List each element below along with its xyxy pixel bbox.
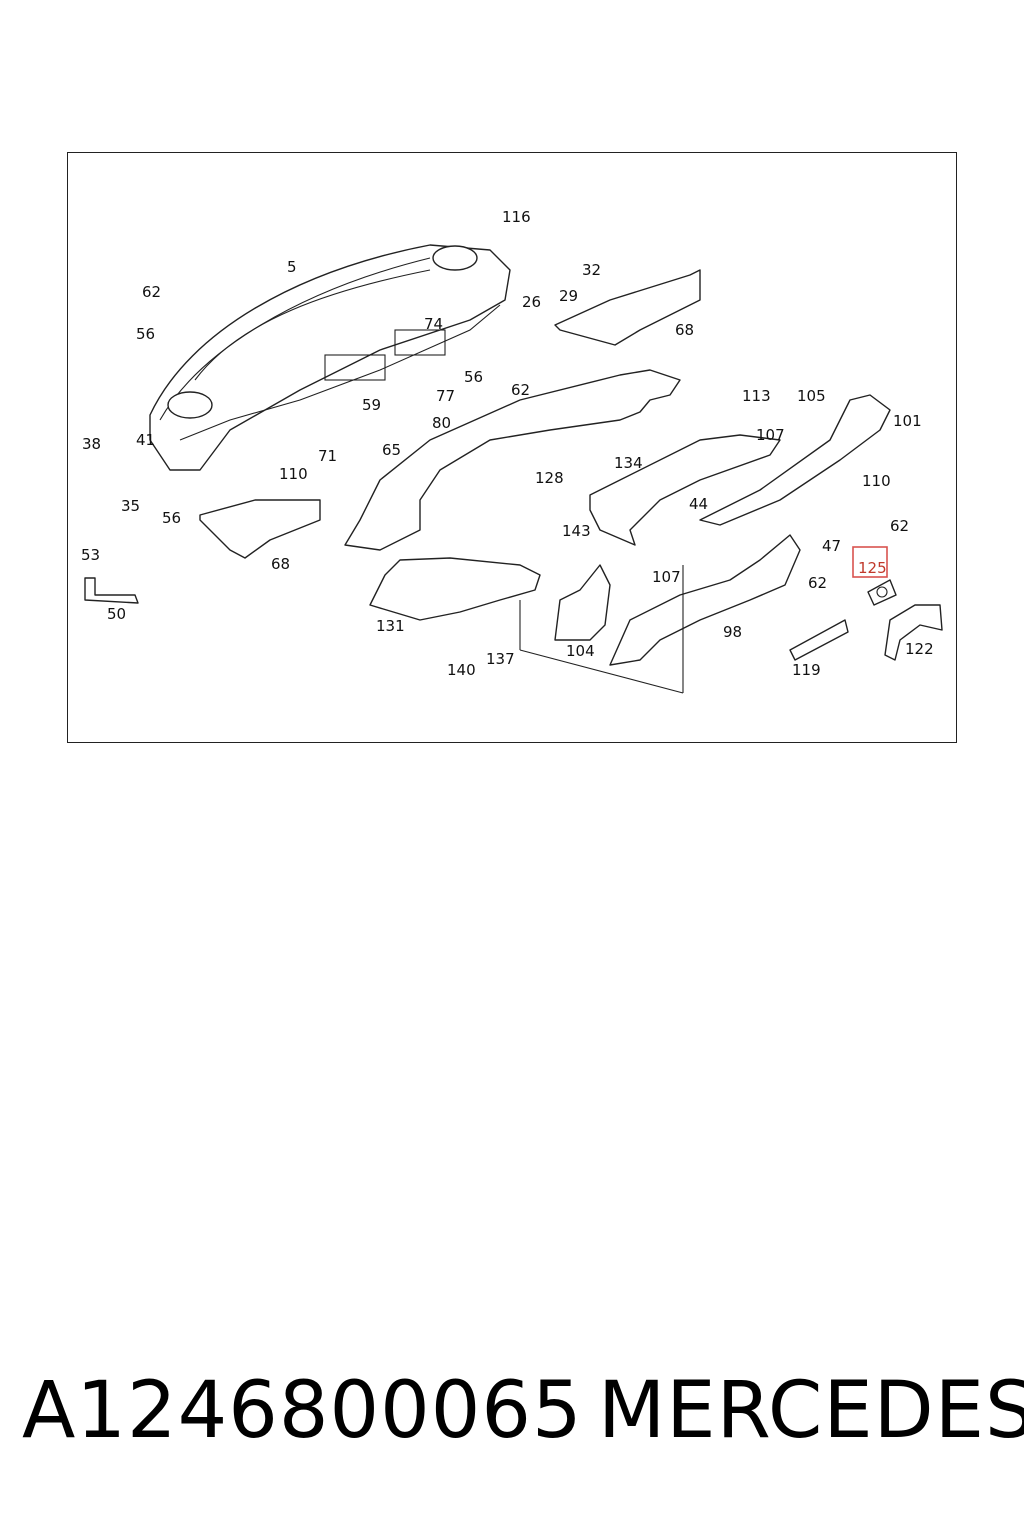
callout-label: 105 (797, 387, 826, 405)
callout-label: 32 (582, 261, 601, 279)
plate-part-119 (789, 619, 849, 661)
callout-label: 116 (502, 208, 531, 226)
callout-label: 56 (162, 509, 181, 527)
callout-label: 77 (436, 387, 455, 405)
duct-part-134 (589, 434, 781, 546)
callout-label: 101 (893, 412, 922, 430)
callout-label: 53 (81, 546, 100, 564)
callout-label: 143 (562, 522, 591, 540)
callout-label: 122 (905, 640, 934, 658)
callout-label: 68 (675, 321, 694, 339)
panel-part-68-left (199, 499, 321, 559)
callout-label: 62 (142, 283, 161, 301)
callout-label: 137 (486, 650, 515, 668)
callout-label: 98 (723, 623, 742, 641)
callout-label: 5 (287, 258, 297, 276)
callout-labels: 116 5 32 62 26 29 56 68 74 56 62 59 77 8… (81, 208, 934, 679)
bracket-part-104 (554, 564, 611, 641)
callout-label: 35 (121, 497, 140, 515)
cover-part-122 (884, 604, 943, 661)
bracket-part-50 (84, 577, 139, 604)
callout-label: 134 (614, 454, 643, 472)
highlight-box-125 (852, 546, 888, 578)
callout-label: 44 (689, 495, 708, 513)
callout-label: 107 (652, 568, 681, 586)
callout-label: 104 (566, 642, 595, 660)
callout-label: 128 (535, 469, 564, 487)
callout-label: 110 (862, 472, 891, 490)
callout-label: 59 (362, 396, 381, 414)
panel-part-68-top (554, 269, 701, 346)
callout-label: 41 (136, 431, 155, 449)
callout-label: 26 (522, 293, 541, 311)
callout-label: 56 (464, 368, 483, 386)
callout-label: 62 (511, 381, 530, 399)
callout-label: 29 (559, 287, 578, 305)
trim-part-101 (699, 394, 891, 526)
callout-label-highlighted: 125 (858, 559, 887, 577)
callout-label: 131 (376, 617, 405, 635)
part-number: A1246800065 (22, 1366, 583, 1456)
callout-label: 119 (792, 661, 821, 679)
callout-label: 113 (742, 387, 771, 405)
brand-name: MERCEDES (598, 1366, 1024, 1456)
diagram-frame (67, 152, 957, 743)
lower-cover-part-98 (609, 534, 801, 666)
callout-label: 107 (756, 426, 785, 444)
leader-lines (519, 565, 684, 694)
callout-label: 71 (318, 447, 337, 465)
callout-label: 140 (447, 661, 476, 679)
callout-label: 50 (107, 605, 126, 623)
callout-label: 80 (432, 414, 451, 432)
insulation-mat-128 (344, 369, 681, 551)
callout-label: 65 (382, 441, 401, 459)
callout-label: 110 (279, 465, 308, 483)
callout-label: 56 (136, 325, 155, 343)
callout-label: 38 (82, 435, 101, 453)
callout-label: 47 (822, 537, 841, 555)
callout-label: 62 (890, 517, 909, 535)
dashboard-part-5 (149, 244, 511, 471)
callout-label: 62 (808, 574, 827, 592)
tray-part-131 (369, 557, 541, 621)
callout-label: 74 (424, 315, 443, 333)
cap-part-125 (867, 579, 897, 606)
callout-label: 68 (271, 555, 290, 573)
